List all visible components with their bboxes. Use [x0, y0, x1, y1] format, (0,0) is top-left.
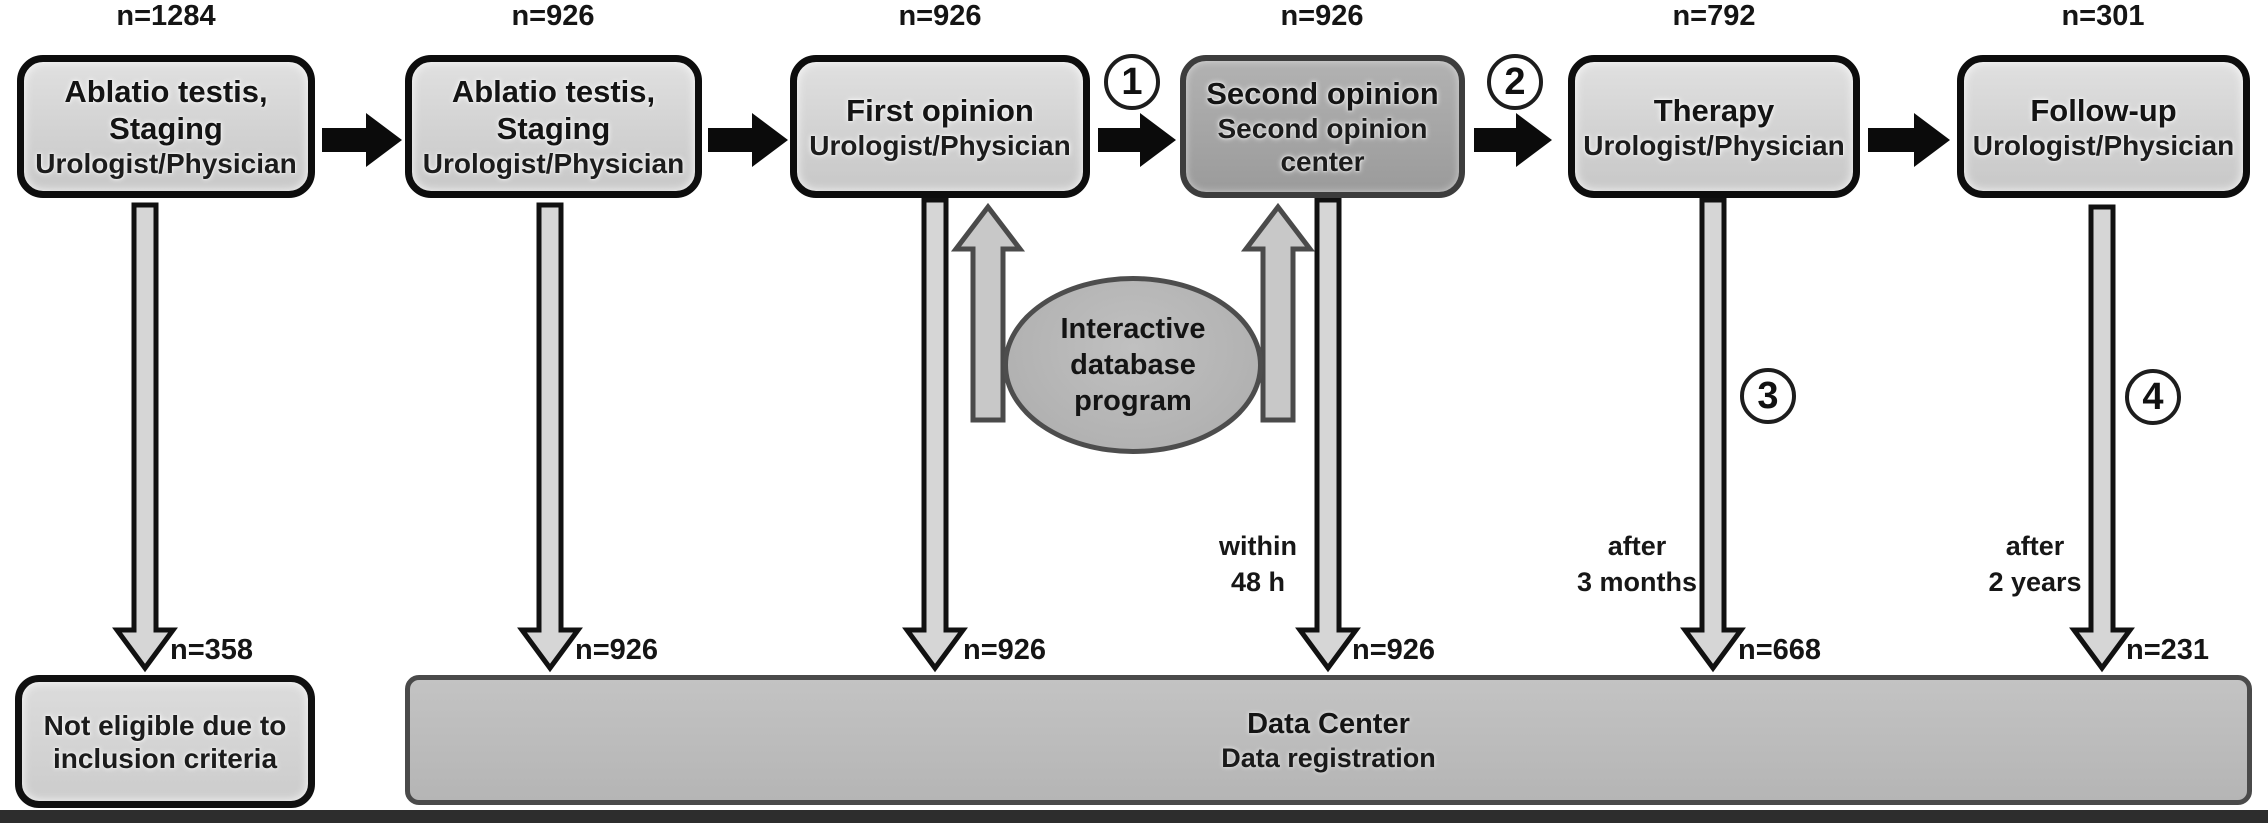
data-center-subtitle: Data registration	[1221, 742, 1436, 773]
down-arrow-stage6	[2069, 204, 2135, 673]
stage4-line1: Second opinion	[1206, 76, 1439, 111]
step-marker-1-number: 1	[1121, 60, 1143, 103]
flow-arrow-5-6	[1868, 113, 1950, 167]
stage3-line2: Urologist/Physician	[809, 129, 1071, 161]
step-marker-2-number: 2	[1504, 60, 1526, 103]
step-marker-3-number: 3	[1757, 374, 1779, 417]
stage-box-ablatio-2: Ablatio testis, Staging Urologist/Physic…	[405, 55, 702, 198]
stage-box-second-opinion: Second opinion Second opinion center	[1180, 55, 1465, 198]
stage6-line2: Urologist/Physician	[1972, 129, 2235, 161]
stage1-line1: Ablatio testis,	[64, 74, 268, 109]
not-eligible-line2: inclusion criteria	[52, 742, 278, 774]
flow-arrow-3-4	[1098, 113, 1176, 167]
database-program-ellipse: Interactive database program	[1003, 276, 1263, 454]
down-arrow-stage1	[112, 202, 178, 673]
flow-arrow-4-5	[1474, 113, 1552, 167]
not-eligible-line1: Not eligible due to	[43, 709, 287, 741]
stage-box-ablatio-1: Ablatio testis, Staging Urologist/Physic…	[17, 55, 315, 198]
ellipse-line2: database	[1070, 349, 1196, 381]
stage1-line3: Urologist/Physician	[35, 148, 297, 179]
stage5-line1: Therapy	[1653, 92, 1775, 128]
count-top-stage1: n=1284	[116, 0, 216, 32]
count-top-stage4: n=926	[1280, 0, 1364, 32]
stage-box-first-opinion: First opinion Urologist/Physician	[790, 55, 1090, 198]
count-top-stage3: n=926	[898, 0, 982, 32]
data-center-title: Data Center	[1247, 707, 1410, 740]
note-within-48h: within 48 h	[1173, 528, 1343, 600]
ellipse-line3: program	[1074, 385, 1192, 417]
note-within-48h-line2: 48 h	[1230, 567, 1286, 597]
step-marker-1: 1	[1104, 54, 1160, 110]
count-out-stage3: n=926	[963, 634, 1047, 666]
stage2-line2: Staging	[496, 111, 611, 146]
step-marker-2: 2	[1487, 54, 1543, 110]
down-arrow-stage5	[1680, 197, 1746, 673]
note-after-2-years-line1: after	[2005, 531, 2065, 561]
stage-box-therapy: Therapy Urologist/Physician	[1568, 55, 1860, 198]
step-marker-4: 4	[2125, 369, 2181, 425]
note-after-2-years: after 2 years	[1950, 528, 2120, 600]
stage-box-follow-up: Follow-up Urologist/Physician	[1957, 55, 2250, 198]
up-arrow-to-second-opinion	[1240, 202, 1316, 423]
note-after-3-months-line2: 3 months	[1576, 567, 1697, 597]
stage2-line3: Urologist/Physician	[422, 148, 685, 179]
flow-arrow-1-2	[322, 113, 402, 167]
step-marker-4-number: 4	[2142, 375, 2164, 418]
bottom-rule	[0, 810, 2268, 823]
count-out-stage1: n=358	[170, 634, 254, 666]
note-after-2-years-line2: 2 years	[1988, 567, 2082, 597]
count-out-stage4: n=926	[1352, 634, 1436, 666]
not-eligible-box: Not eligible due to inclusion criteria	[15, 675, 315, 808]
count-out-stage6: n=231	[2126, 634, 2210, 666]
note-within-48h-line1: within	[1219, 531, 1297, 561]
data-center-box: Data Center Data registration	[405, 675, 2252, 805]
up-arrow-to-first-opinion	[950, 202, 1026, 423]
count-top-stage5: n=792	[1672, 0, 1756, 32]
stage4-line3: center	[1280, 146, 1365, 177]
note-after-3-months: after 3 months	[1552, 528, 1722, 600]
count-top-stage2: n=926	[511, 0, 595, 32]
flow-arrow-2-3	[708, 113, 788, 167]
stage1-line2: Staging	[109, 111, 223, 146]
stage4-line2: Second opinion	[1217, 113, 1428, 144]
down-arrow-stage4	[1295, 197, 1361, 673]
down-arrow-stage2	[517, 202, 583, 673]
count-out-stage5: n=668	[1738, 634, 1822, 666]
down-arrow-stage3	[902, 197, 968, 673]
ellipse-line1: Interactive	[1060, 313, 1206, 345]
note-after-3-months-line1: after	[1607, 531, 1667, 561]
stage5-line2: Urologist/Physician	[1583, 129, 1845, 161]
stage3-line1: First opinion	[846, 92, 1034, 128]
count-top-stage6: n=301	[2061, 0, 2145, 32]
step-marker-3: 3	[1740, 368, 1796, 424]
stage6-line1: Follow-up	[2030, 92, 2177, 128]
stage2-line1: Ablatio testis,	[451, 74, 656, 109]
count-out-stage2: n=926	[575, 634, 659, 666]
